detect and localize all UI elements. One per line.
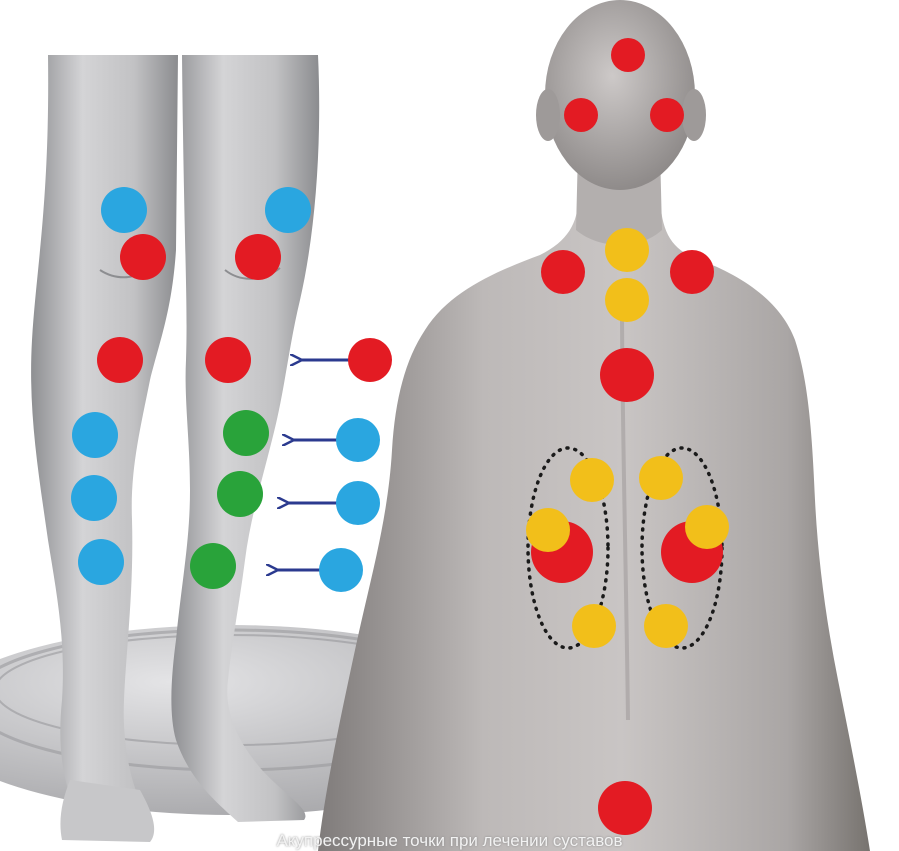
point-yellow (570, 458, 614, 502)
point-yellow (685, 505, 729, 549)
point-red (670, 250, 714, 294)
point-blue (336, 418, 380, 462)
point-red (541, 250, 585, 294)
point-red (348, 338, 392, 382)
right-ear (682, 89, 706, 141)
point-blue (78, 539, 124, 585)
left-ear (536, 89, 560, 141)
point-blue (319, 548, 363, 592)
point-yellow (605, 278, 649, 322)
point-yellow (639, 456, 683, 500)
point-red (650, 98, 684, 132)
point-green (190, 543, 236, 589)
point-red (611, 38, 645, 72)
caption-text: Акупрессурные точки при лечении суставов (0, 831, 899, 851)
point-red (598, 781, 652, 835)
point-green (223, 410, 269, 456)
point-yellow (572, 604, 616, 648)
point-red (564, 98, 598, 132)
head (545, 0, 695, 190)
point-red (97, 337, 143, 383)
point-green (217, 471, 263, 517)
point-red (235, 234, 281, 280)
point-red (205, 337, 251, 383)
point-blue (265, 187, 311, 233)
point-blue (101, 187, 147, 233)
point-red (600, 348, 654, 402)
point-yellow (526, 508, 570, 552)
point-blue (71, 475, 117, 521)
point-yellow (605, 228, 649, 272)
point-red (120, 234, 166, 280)
point-yellow (644, 604, 688, 648)
point-blue (72, 412, 118, 458)
point-blue (336, 481, 380, 525)
